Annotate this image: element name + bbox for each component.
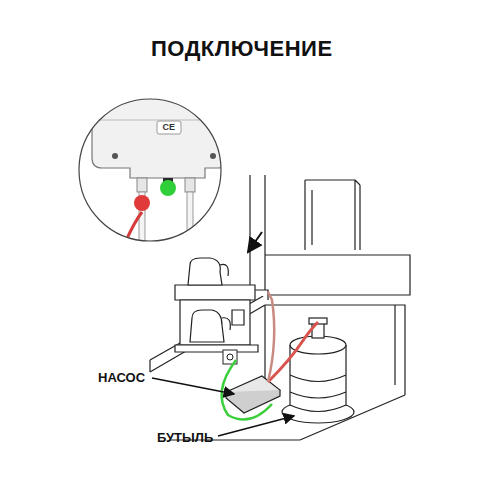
leader-arrow [218, 416, 294, 436]
intake-hose [268, 322, 318, 382]
kitchen-lines [150, 175, 410, 440]
leader-arrow [152, 378, 234, 394]
part-label: НАСОС [98, 370, 145, 385]
inset-detail [60, 90, 250, 260]
part-label: БУТЫЛЬ [157, 430, 213, 445]
socket-hole [227, 354, 233, 360]
pointer-arrow [248, 232, 262, 252]
pump-unit [226, 376, 280, 413]
outlet-hose [268, 292, 274, 382]
ce-mark: CE [163, 122, 176, 132]
coffee-machine [175, 258, 268, 352]
power-cable [222, 360, 272, 420]
water-bottle [282, 318, 354, 423]
diagram-title: ПОДКЛЮЧЕНИЕ [151, 36, 333, 62]
